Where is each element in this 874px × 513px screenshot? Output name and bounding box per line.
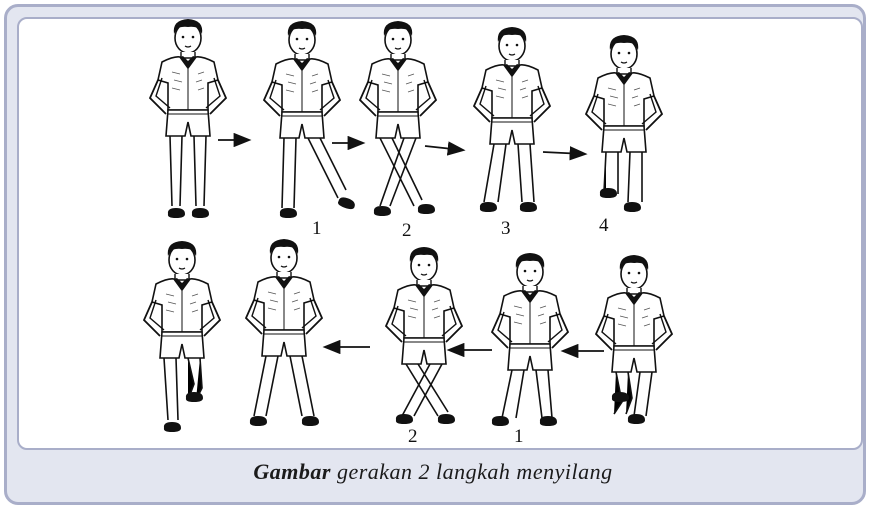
step-label: 1 bbox=[514, 426, 524, 447]
step-label: 4 bbox=[599, 215, 609, 236]
figure-row2-step-2 bbox=[386, 247, 462, 424]
figure-row2-step-1 bbox=[492, 253, 568, 426]
figure-row1-step-4 bbox=[586, 35, 662, 212]
step-label: 2 bbox=[408, 426, 418, 447]
figure-row1-start bbox=[150, 19, 226, 218]
figure-row1-step-1 bbox=[264, 21, 357, 218]
figure-row2-start bbox=[596, 255, 672, 424]
figure-row2-end bbox=[144, 241, 220, 432]
figure-caption: Gambar gerakan 2 langkah menyilang bbox=[0, 459, 866, 485]
arrow-right-icon bbox=[543, 152, 584, 154]
figure-row1-step-3 bbox=[474, 27, 550, 212]
caption-bold: Gambar bbox=[253, 459, 331, 484]
caption-text: gerakan 2 langkah menyilang bbox=[331, 459, 613, 484]
figure-row2-step-a bbox=[246, 239, 322, 426]
figure-row1-step-2 bbox=[360, 21, 436, 216]
step-label: 3 bbox=[501, 218, 511, 239]
step-label: 1 bbox=[312, 218, 322, 239]
arrow-right-icon bbox=[425, 146, 462, 150]
step-label: 2 bbox=[402, 220, 412, 241]
